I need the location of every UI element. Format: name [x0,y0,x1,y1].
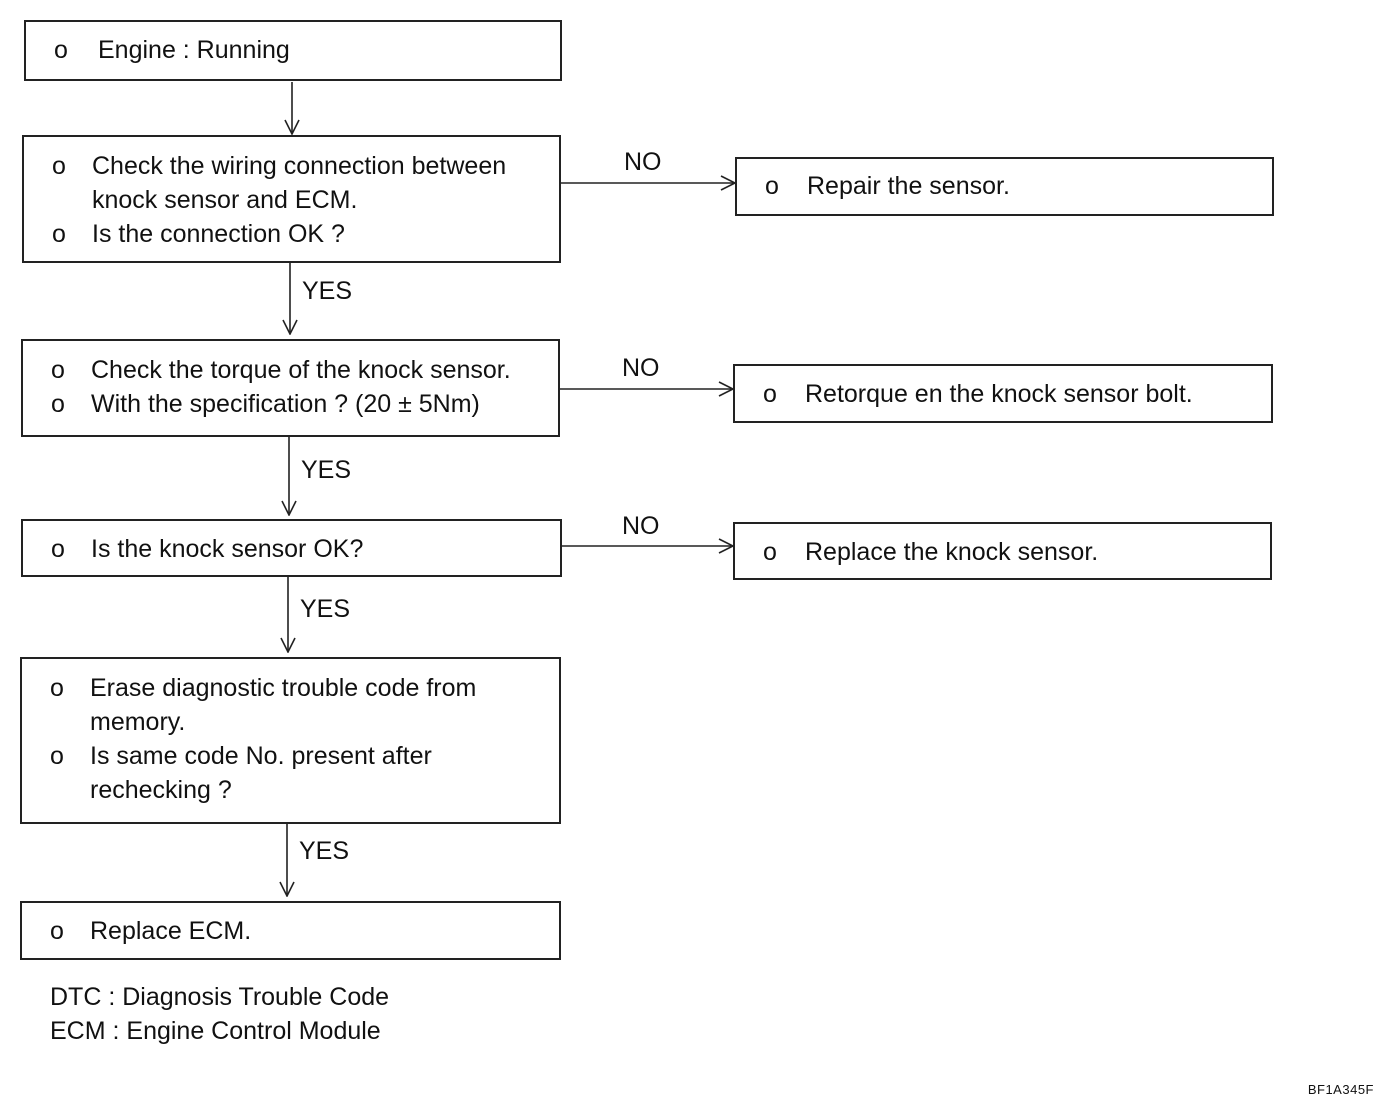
step-erase-dtc: Erase diagnostic trouble code from memor… [20,657,561,824]
label-no-torque: NO [622,354,660,382]
label-no-wiring: NO [624,148,662,176]
abbreviation-legend: DTC : Diagnosis Trouble Code ECM : Engin… [50,980,389,1048]
action-replace-knock-sensor-text: Replace the knock sensor. [735,535,1270,569]
action-repair-sensor: Repair the sensor. [735,157,1274,216]
label-yes-knock-sensor: YES [300,595,351,623]
action-repair-sensor-text: Repair the sensor. [737,169,1272,203]
step-check-knock-sensor-question: Is the knock sensor OK? [23,532,560,566]
step-check-wiring-question: Is the connection OK ? [24,217,559,251]
step-erase-dtc-text: Erase diagnostic trouble code from memor… [22,671,559,739]
legend-ecm: ECM : Engine Control Module [50,1017,381,1045]
action-retorque-bolt: Retorque en the knock sensor bolt. [733,364,1273,423]
action-retorque-bolt-text: Retorque en the knock sensor bolt. [735,377,1271,411]
label-yes-erase: YES [299,837,350,865]
label-yes-wiring: YES [302,277,353,305]
step-replace-ecm: Replace ECM. [20,901,561,960]
action-replace-knock-sensor: Replace the knock sensor. [733,522,1272,580]
step-check-knock-sensor: Is the knock sensor OK? [21,519,562,577]
step-engine-running-text: Engine : Running [26,33,560,67]
figure-code: BF1A345F [1307,1082,1374,1097]
label-yes-torque: YES [301,456,352,484]
step-check-torque-question: With the specification ? (20 ± 5Nm) [23,387,558,421]
step-erase-dtc-question: Is same code No. present after recheckin… [22,739,559,807]
label-no-knock-sensor: NO [622,512,660,540]
step-check-wiring: Check the wiring connection between knoc… [22,135,561,263]
step-replace-ecm-text: Replace ECM. [22,914,559,948]
step-engine-running: Engine : Running [24,20,562,81]
step-check-wiring-text: Check the wiring connection between knoc… [24,149,559,217]
step-check-torque-text: Check the torque of the knock sensor. [23,353,558,387]
step-check-torque: Check the torque of the knock sensor. Wi… [21,339,560,437]
legend-dtc: DTC : Diagnosis Trouble Code [50,983,390,1011]
